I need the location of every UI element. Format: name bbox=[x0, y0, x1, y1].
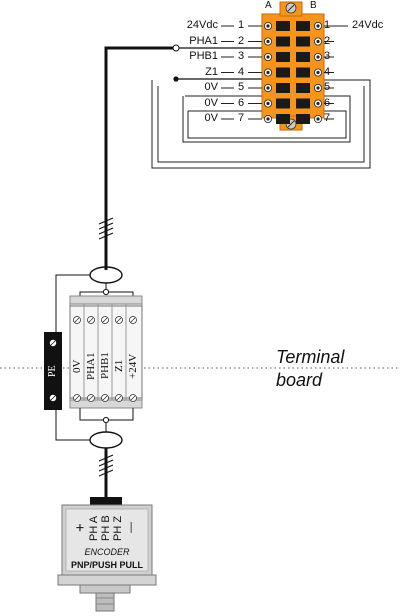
connector-row bbox=[221, 36, 334, 47]
signal-cable bbox=[104, 46, 262, 270]
terminal-screws bbox=[73, 316, 137, 402]
connector-row bbox=[221, 98, 334, 109]
connector-row bbox=[221, 67, 334, 78]
pin-a-signal: PHA1 bbox=[189, 34, 218, 47]
pin-b-number: 3 bbox=[324, 50, 331, 62]
terminal-label: Z1 bbox=[113, 359, 125, 373]
encoder-signal-label: PH A bbox=[88, 515, 100, 541]
terminal-label: PHA1 bbox=[85, 352, 97, 380]
pin-a-signal: PHB1 bbox=[189, 50, 218, 62]
terminal-label: +24V bbox=[127, 353, 139, 379]
terminal-board-subtitle: board bbox=[276, 370, 323, 390]
encoder-type: PNP/PUSH PULL bbox=[70, 560, 143, 570]
encoder-body bbox=[57, 497, 157, 612]
pin-a-number: 3 bbox=[238, 50, 245, 62]
pin-b-number: 1 bbox=[324, 19, 331, 31]
pin-a-number: 5 bbox=[238, 81, 245, 93]
ferrite-ring bbox=[89, 431, 123, 449]
connector-block bbox=[261, 1, 325, 131]
pin-a-signal: 24Vdc bbox=[186, 19, 218, 31]
terminal-block bbox=[69, 295, 143, 409]
connector-row bbox=[221, 114, 334, 124]
pin-b-number: 7 bbox=[324, 112, 331, 124]
encoder-name: ENCODER bbox=[84, 547, 130, 557]
pin-a-number: 2 bbox=[238, 34, 245, 47]
pin-a-number: 7 bbox=[238, 112, 245, 124]
encoder-signal-label: + bbox=[72, 523, 89, 533]
pin-b-number: 2 bbox=[324, 34, 331, 47]
connector-pins bbox=[221, 21, 348, 124]
encoder-signal-label: — bbox=[125, 522, 137, 534]
pin-a-number: 4 bbox=[238, 65, 245, 78]
pin-b-number: 6 bbox=[324, 96, 331, 109]
connector-side-a-label: A bbox=[265, 0, 272, 11]
terminal-label: 0V bbox=[71, 359, 83, 373]
pin-a-number: 6 bbox=[238, 96, 245, 109]
pe-label: PE bbox=[47, 365, 58, 377]
terminal-board-title: Terminal bbox=[276, 347, 345, 367]
pin-b-signal: 24Vdc bbox=[352, 19, 384, 31]
pin-a-signal: 0V bbox=[204, 112, 218, 124]
connector-row bbox=[221, 83, 334, 93]
pin-a-number: 1 bbox=[238, 19, 245, 31]
junction-node bbox=[172, 44, 180, 52]
pin-b-number: 5 bbox=[324, 81, 331, 93]
connector-row bbox=[221, 52, 334, 62]
encoder-signal-label: PH Z bbox=[112, 515, 124, 541]
pe-terminal bbox=[44, 332, 62, 410]
junction-node bbox=[173, 76, 179, 82]
terminal-label: PHB1 bbox=[99, 352, 111, 380]
cable-break-mark bbox=[98, 217, 114, 240]
pin-a-signal: Z1 bbox=[205, 65, 218, 78]
pin-a-signal: 0V bbox=[204, 81, 218, 93]
pin-b-number: 4 bbox=[324, 65, 331, 78]
encoder-signal-label: PH B bbox=[100, 515, 112, 541]
connector-side-b-label: B bbox=[310, 0, 317, 11]
connector-row bbox=[221, 21, 334, 31]
pin-a-signal: 0V bbox=[204, 96, 218, 109]
jumper-frame bbox=[151, 79, 371, 169]
cable-break-mark bbox=[98, 454, 114, 477]
